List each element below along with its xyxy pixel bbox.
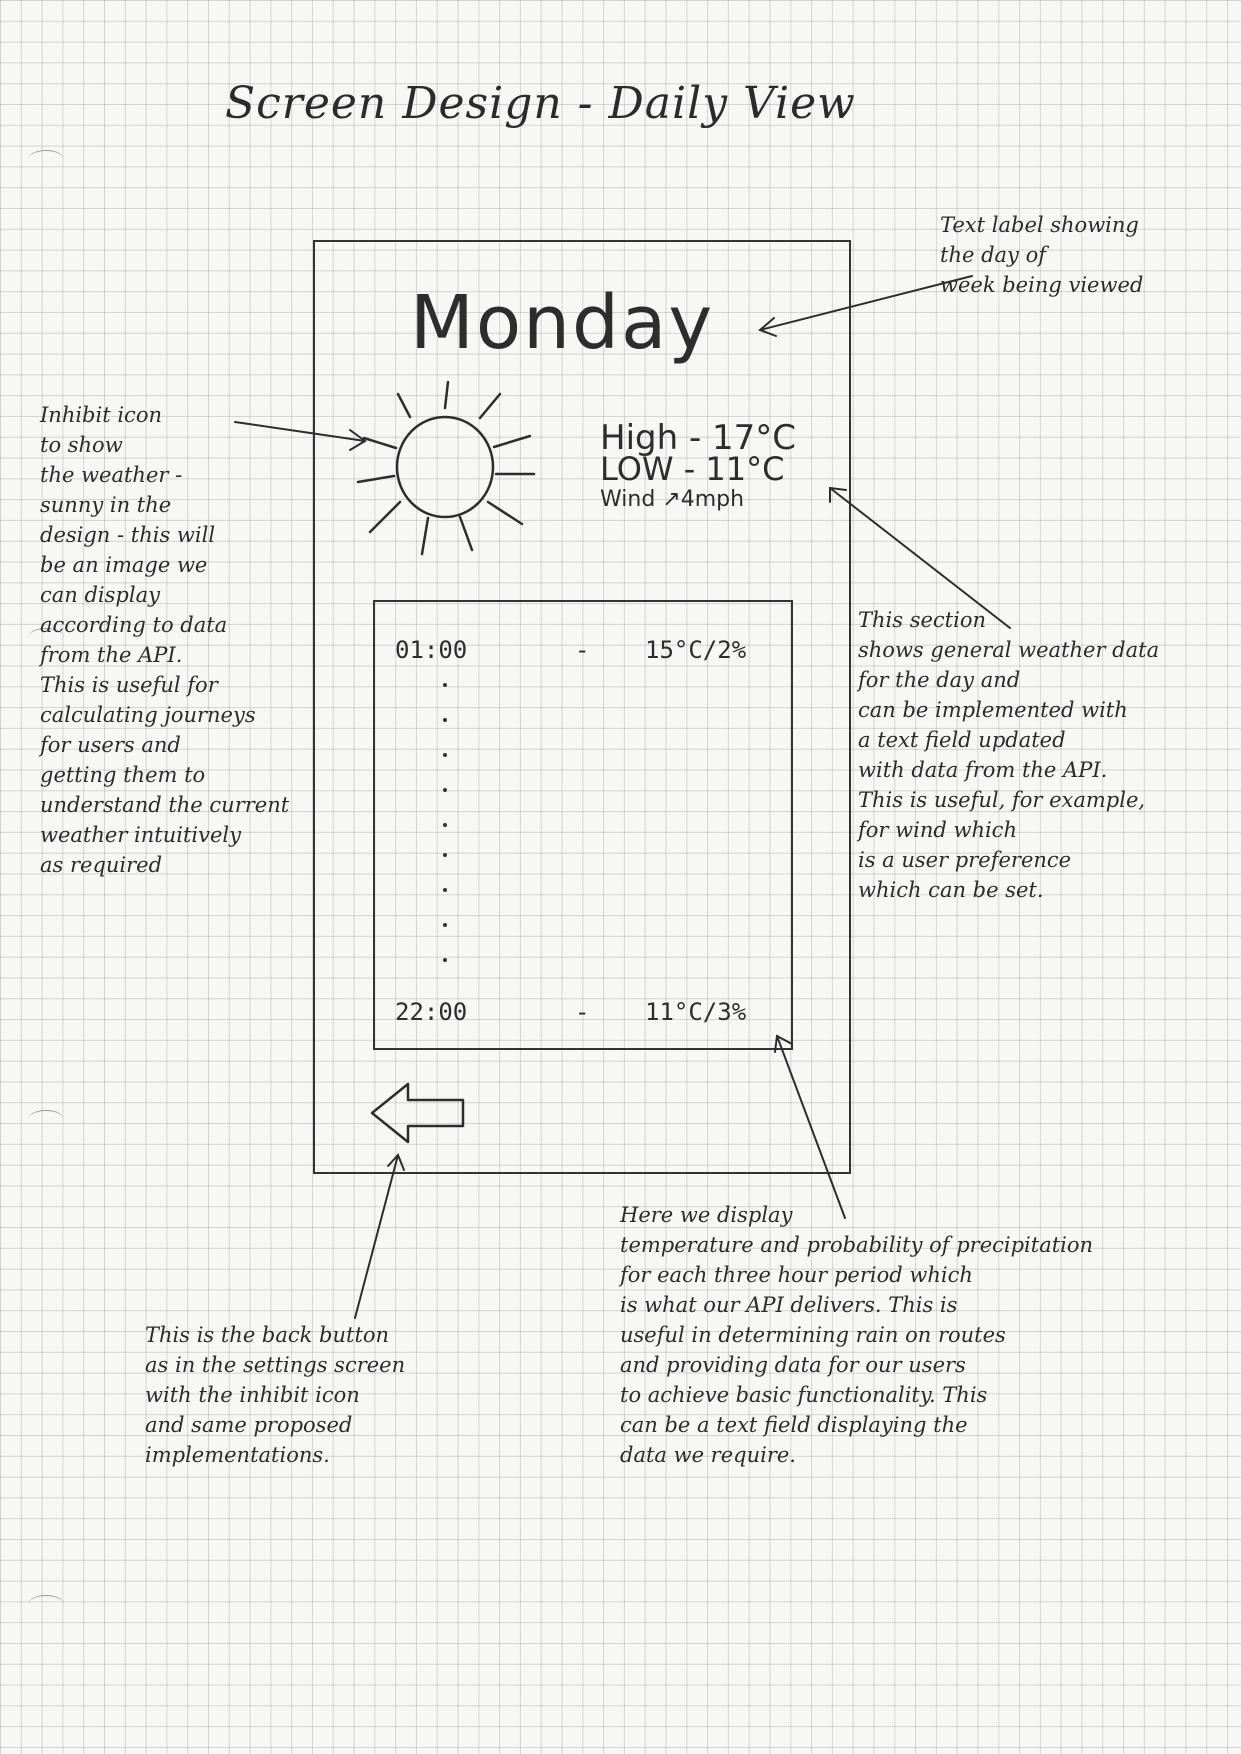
- page-title: Screen Design - Daily View: [225, 78, 856, 129]
- annotation-hourly: Here we display temperature and probabil…: [620, 1203, 1094, 1467]
- ellipsis-dots: [443, 683, 447, 962]
- punch-hole: [28, 1110, 64, 1129]
- hourly-value: 15°C/2%: [645, 636, 747, 664]
- punch-hole: [28, 150, 64, 169]
- annotation-back-button: This is the back button as in the settin…: [145, 1323, 406, 1467]
- hourly-dash: -: [575, 636, 590, 664]
- phone-frame: [313, 240, 851, 1174]
- wind-label: Wind ↗4mph: [600, 487, 745, 512]
- hourly-time: 22:00: [395, 998, 468, 1026]
- hourly-value: 11°C/3%: [645, 998, 747, 1026]
- punch-hole: [28, 1595, 64, 1614]
- hourly-forecast-panel[interactable]: [373, 600, 793, 1050]
- back-button[interactable]: [368, 1080, 468, 1146]
- left-arrow-icon: [370, 1082, 465, 1144]
- punch-hole: [28, 628, 64, 647]
- annotation-summary: This section shows general weather data …: [858, 608, 1160, 902]
- hourly-dash: -: [575, 998, 590, 1026]
- day-label: Monday: [410, 280, 715, 366]
- low-temp-label: LOW - 11°C: [600, 450, 785, 488]
- high-temp-label: High - 17°C: [600, 418, 797, 458]
- sun-icon: [356, 380, 536, 556]
- arrow-back: [354, 1154, 399, 1319]
- annotation-day-label: Text label showing the day of week being…: [940, 213, 1144, 297]
- hourly-time: 01:00: [395, 636, 468, 664]
- annotation-weather-icon: Inhibit icon to show the weather - sunny…: [40, 403, 290, 877]
